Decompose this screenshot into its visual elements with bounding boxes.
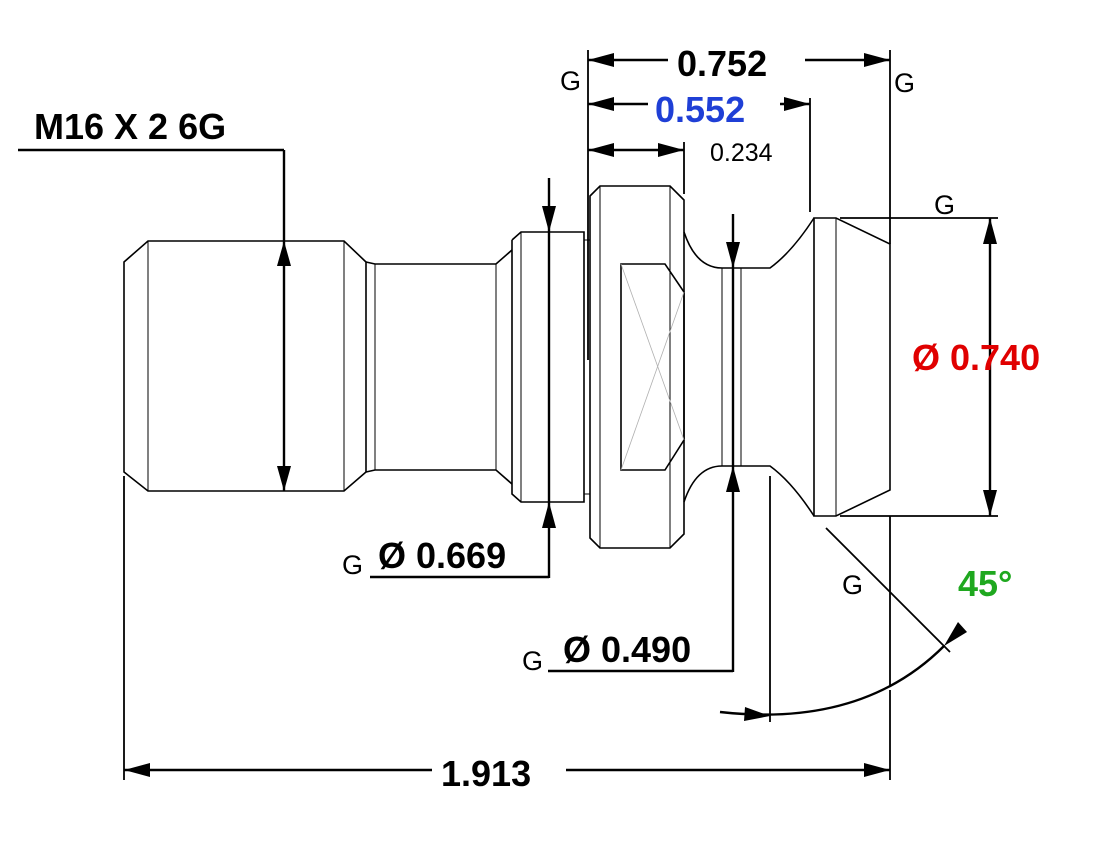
grind-mark-0490: G — [522, 646, 543, 676]
thread-section — [123, 240, 367, 492]
head-cone — [813, 217, 891, 517]
dim-overall-1913: 1.913 — [123, 476, 891, 794]
dim-0552-label: 0.552 — [655, 89, 745, 130]
grind-mark-0669: G — [342, 550, 363, 580]
dim-0752-label: 0.752 — [677, 43, 767, 84]
neck-0490 — [683, 217, 815, 517]
angle-45-label: 45° — [958, 563, 1012, 604]
part-outline — [123, 185, 891, 549]
dim-0740-label: Ø 0.740 — [912, 337, 1040, 378]
thread-spec-label: M16 X 2 6G — [34, 106, 226, 147]
dim-0490-label: Ø 0.490 — [563, 629, 691, 670]
dim-0669: Ø 0.669 G — [342, 178, 556, 580]
thread-callout: M16 X 2 6G — [18, 106, 291, 491]
dim-0234-label: 0.234 — [710, 139, 773, 167]
dim-angle-45: 45° G — [719, 476, 1012, 722]
flange — [589, 185, 685, 549]
grind-mark-head: G — [934, 190, 955, 220]
relief-neck — [365, 249, 513, 485]
grind-mark-angle: G — [842, 570, 863, 600]
dim-0669-label: Ø 0.669 — [378, 535, 506, 576]
grind-mark-top-right: G — [894, 68, 915, 98]
dim-1913-label: 1.913 — [441, 753, 531, 794]
dim-0490: Ø 0.490 G — [522, 214, 740, 676]
top-dimensions: 0.752 0.552 0.234 G G G — [560, 43, 955, 360]
wrench-flat — [620, 263, 685, 471]
grind-mark-top-left: G — [560, 66, 581, 96]
dim-0740: Ø 0.740 — [840, 217, 1040, 517]
